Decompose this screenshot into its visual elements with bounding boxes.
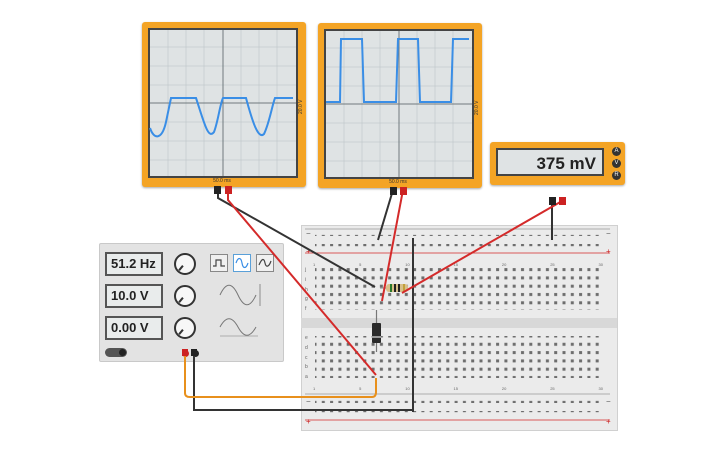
multimeter-display: 375 mV [496, 148, 604, 176]
oscilloscope-right-trace [326, 38, 469, 103]
multimeter[interactable]: 375 mV A V R [490, 142, 625, 185]
svg-text:−: − [306, 397, 311, 406]
wire-red-scope-right [381, 189, 404, 302]
frequency-field[interactable]: 51.2 Hz [105, 252, 163, 276]
sine-wave-icon [235, 257, 249, 269]
offset-graphic [219, 318, 258, 337]
diode [372, 323, 381, 343]
multimeter-mode-a[interactable]: A [612, 147, 621, 156]
wire-red-meter [401, 200, 563, 294]
function-generator[interactable]: 51.2 Hz 10.0 V 0.00 V [99, 243, 284, 362]
svg-text:+: + [606, 247, 611, 256]
wire-orange-generator [184, 354, 377, 398]
triangle-wave-icon [258, 258, 272, 267]
triangle-wave-button[interactable] [256, 254, 274, 272]
amplitude-dial[interactable] [174, 285, 196, 307]
oscilloscope-right-time-label: 50.0 ms [389, 179, 407, 185]
wire-black-scope-left [217, 189, 376, 288]
offset-field[interactable]: 0.00 V [105, 316, 163, 340]
square-wave-icon [213, 259, 225, 267]
wire-black-scope-right [377, 189, 394, 241]
amplitude-graphic [219, 284, 261, 306]
sine-wave-button[interactable] [233, 254, 251, 272]
svg-text:+: + [306, 417, 311, 426]
offset-dial[interactable] [174, 317, 196, 339]
svg-text:−: − [606, 229, 611, 238]
svg-text:−: − [306, 229, 311, 238]
oscilloscope-right-graph [326, 31, 472, 177]
multimeter-mode-r[interactable]: R [612, 171, 621, 180]
oscilloscope-right[interactable]: 50.0 ms 20.0 V [318, 23, 482, 193]
multimeter-mode-v[interactable]: V [612, 159, 621, 168]
svg-text:+: + [306, 247, 311, 256]
square-wave-button[interactable] [210, 254, 228, 272]
power-switch[interactable] [105, 348, 127, 357]
oscilloscope-left-time-label: 50.0 ms [213, 178, 231, 184]
oscilloscope-left-graph [149, 30, 296, 176]
wire-black-generator [193, 354, 413, 411]
amplitude-field[interactable]: 10.0 V [105, 284, 163, 308]
svg-text:−: − [606, 397, 611, 406]
frequency-dial[interactable] [174, 253, 196, 275]
oscilloscope-left-trace [149, 97, 293, 138]
svg-text:+: + [606, 417, 611, 426]
